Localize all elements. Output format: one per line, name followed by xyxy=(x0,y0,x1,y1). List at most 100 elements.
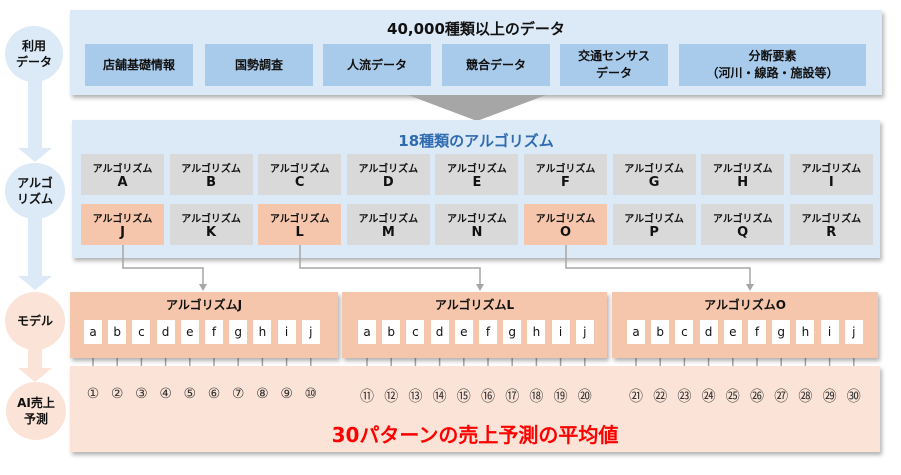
flow-arrow-head xyxy=(18,148,52,162)
model-title: アルゴリズムJ xyxy=(165,298,243,312)
algorithm-letter: R xyxy=(826,224,837,240)
prediction-number: ⑰ xyxy=(505,389,520,405)
algorithm-label: アルゴリズム xyxy=(92,163,153,175)
algorithm-letter: M xyxy=(381,224,395,240)
algorithm-label: アルゴリズム xyxy=(92,213,153,225)
algorithm-label: アルゴリズム xyxy=(624,213,684,225)
prediction-number: ⑮ xyxy=(456,389,471,405)
algorithm-letter: Q xyxy=(737,224,749,240)
prediction-number: ⑧ xyxy=(256,386,269,402)
model-variant-box: h xyxy=(527,320,546,344)
algorithm-label: アルゴリズム xyxy=(447,163,507,175)
model-variant-box: c xyxy=(406,320,425,344)
algorithm-letter: I xyxy=(828,174,834,190)
data-source-box: 競合データ xyxy=(442,44,550,86)
algorithm-label: アルゴリズム xyxy=(269,213,330,225)
prediction-number: ⑪ xyxy=(360,389,374,405)
step-data: 利用 データ xyxy=(5,26,63,82)
prediction-number: ⑩ xyxy=(304,386,318,402)
prediction-number: ⑭ xyxy=(432,389,447,405)
data-source-box: 店舗基礎情報 xyxy=(85,44,193,86)
model-variant-box: i xyxy=(277,320,296,344)
model-variant-box: e xyxy=(723,320,742,344)
algorithm-letter: O xyxy=(559,224,572,240)
prediction-number: ⑳ xyxy=(577,389,592,405)
algorithm-letter: P xyxy=(649,224,659,240)
model-variant-box: d xyxy=(430,320,449,344)
prediction-number: ⑯ xyxy=(481,389,495,405)
algorithm-letter: A xyxy=(117,174,128,190)
algorithm-letter: J xyxy=(120,224,125,240)
algorithm-label: アルゴリズム xyxy=(535,213,596,225)
model-variant-box: h xyxy=(796,320,815,344)
step-model: モデル xyxy=(5,292,65,350)
prediction-number: ㉕ xyxy=(725,389,740,405)
model-variant-box: d xyxy=(699,320,718,344)
model-variant-box: i xyxy=(820,320,839,344)
algorithm-letter: D xyxy=(382,174,394,190)
prediction-number: ① xyxy=(86,386,100,402)
model-variant-box: j xyxy=(575,320,594,344)
algorithm-letter: G xyxy=(648,174,660,190)
algorithm-label: アルゴリズム xyxy=(535,163,596,175)
prediction-number: ⑲ xyxy=(553,389,568,405)
model-variant-box: a xyxy=(358,320,376,344)
model-variant-box: e xyxy=(454,320,473,344)
model-variant-box: a xyxy=(84,320,102,344)
model-variant-box: g xyxy=(503,320,522,344)
prediction-number: ㉗ xyxy=(774,389,789,405)
prediction-number: ⑫ xyxy=(384,389,399,405)
model-variant-box: h xyxy=(253,320,272,344)
model-variant-box: b xyxy=(651,320,670,344)
flow-arrow-head xyxy=(18,276,52,290)
algorithm-label: アルゴリズム xyxy=(269,163,330,175)
algorithm-label: アルゴリズム xyxy=(801,213,862,225)
model-title: アルゴリズムO xyxy=(704,298,786,312)
model-variant-box: a xyxy=(627,320,645,344)
algorithm-letter: N xyxy=(471,224,483,240)
algorithm-letter: K xyxy=(206,224,217,240)
algorithm-label: アルゴリズム xyxy=(358,213,419,225)
model-variant-box: e xyxy=(180,320,199,344)
model-title: アルゴリズムL xyxy=(434,298,515,312)
algorithm-letter: F xyxy=(561,174,570,190)
data-source-box: 分断要素 （河川・線路・施設等） xyxy=(679,44,866,86)
algorithm-letter: C xyxy=(294,174,305,190)
model-variant-box: c xyxy=(675,320,694,344)
algorithm-label: アルゴリズム xyxy=(801,163,862,175)
prediction-number: ㉓ xyxy=(677,389,692,405)
model-variant-box: f xyxy=(748,320,766,344)
algorithm-letter: B xyxy=(206,174,217,190)
model-variant-box: b xyxy=(382,320,401,344)
prediction-number: ② xyxy=(110,386,124,402)
algorithm-panel-title: 18種類のアルゴリズム xyxy=(398,132,554,150)
model-variant-box: g xyxy=(229,320,248,344)
prediction-number: ㉑ xyxy=(629,389,643,405)
prediction-number: ③ xyxy=(135,386,148,402)
prediction-number: ㉙ xyxy=(822,389,837,405)
model-variant-box: j xyxy=(301,320,320,344)
step-ai-forecast: AI売上 予測 xyxy=(6,382,66,440)
model-variant-box: c xyxy=(132,320,151,344)
prediction-number: ⑱ xyxy=(529,389,544,405)
algorithm-label: アルゴリズム xyxy=(447,213,507,225)
algorithm-label: アルゴリズム xyxy=(712,163,773,175)
prediction-number: ⑦ xyxy=(231,386,245,402)
prediction-number: ⑤ xyxy=(183,386,197,402)
algorithm-label: アルゴリズム xyxy=(624,163,684,175)
forecast-panel: 30パターンの売上予測の平均値 xyxy=(70,366,880,452)
prediction-number: ⑥ xyxy=(207,386,221,402)
flow-arrow-shaft xyxy=(28,70,42,150)
prediction-number: ㉚ xyxy=(846,389,861,405)
